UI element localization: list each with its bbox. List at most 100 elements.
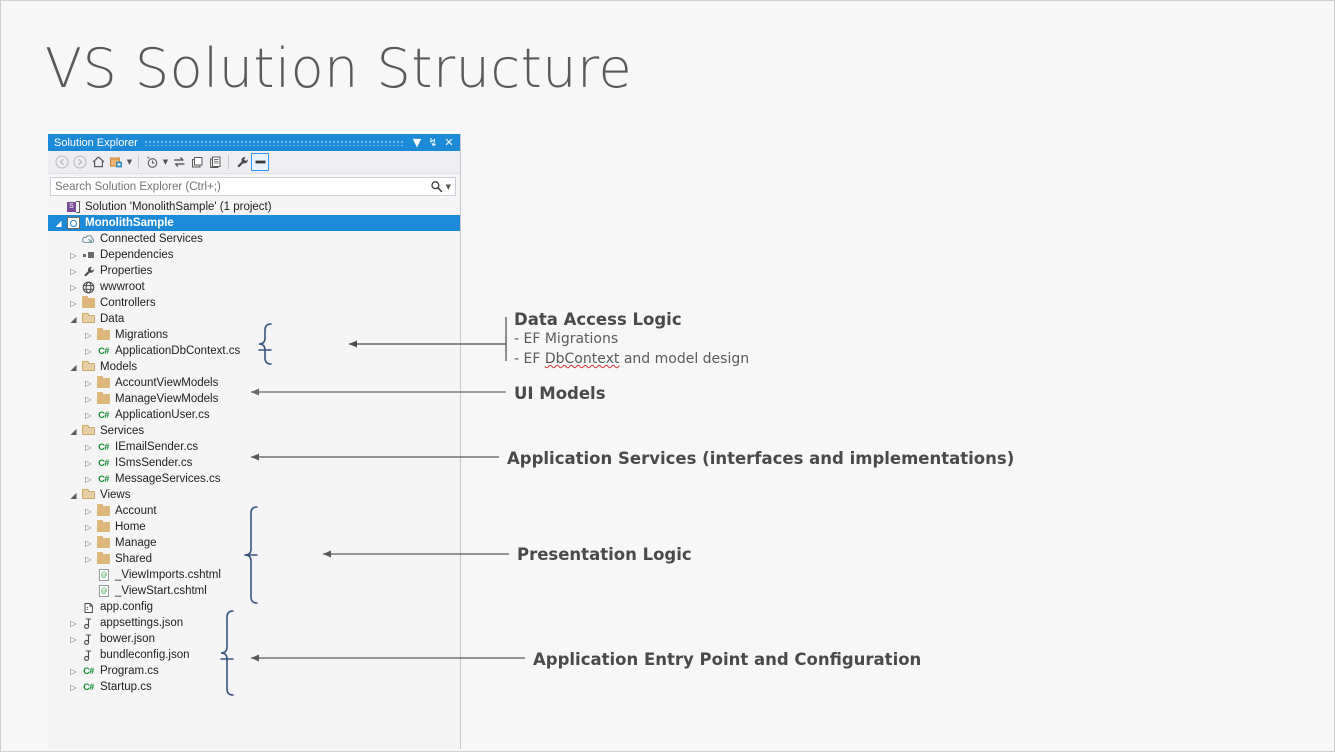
tree-item[interactable]: ▷C#Program.cs	[48, 663, 460, 679]
tree-item[interactable]: ◢Views	[48, 487, 460, 503]
pin-icon[interactable]: ↯	[428, 136, 438, 149]
tree-item[interactable]: ◢MonolithSample	[48, 215, 460, 231]
tree-expander-icon[interactable]: ▷	[85, 474, 92, 484]
search-dropdown-icon[interactable]: ▼	[445, 182, 451, 191]
tree-item[interactable]: ▷C#ApplicationUser.cs	[48, 407, 460, 423]
new-folder-dropdown-icon[interactable]: ▼	[126, 158, 133, 166]
tree-item[interactable]: ▷ManageViewModels	[48, 391, 460, 407]
tree-expander-icon[interactable]: ▷	[85, 330, 92, 340]
tree-expander-icon[interactable]: ▷	[70, 682, 77, 692]
page-title: VS Solution Structure	[45, 37, 633, 100]
sync-icon[interactable]	[170, 153, 188, 171]
tree-expander-icon[interactable]: ◢	[70, 314, 77, 324]
tree-item[interactable]: ▷C#IEmailSender.cs	[48, 439, 460, 455]
tree-item-icon	[80, 280, 97, 295]
tree-expander-icon[interactable]: ▷	[85, 394, 92, 404]
tree-expander-icon[interactable]: ▷	[85, 522, 92, 532]
tree-expander-icon: ▷	[67, 651, 80, 660]
tree-expander-icon[interactable]: ▷	[85, 458, 92, 468]
tree-item[interactable]: ▷ Properties	[48, 263, 460, 279]
tree-item[interactable]: ▷Migrations	[48, 327, 460, 343]
tree-item[interactable]: ▷Manage	[48, 535, 460, 551]
tree-expander-icon[interactable]: ▷	[85, 410, 92, 420]
tree-item[interactable]: ▷Connected Services	[48, 231, 460, 247]
tree-item-label: ApplicationDbContext.cs	[115, 345, 241, 357]
back-icon[interactable]	[53, 153, 71, 171]
tree-item[interactable]: ▷AccountViewModels	[48, 375, 460, 391]
tree-expander-icon[interactable]: ▷	[70, 250, 77, 260]
csharp-file-icon: C#	[83, 666, 94, 676]
tree-expander-icon[interactable]: ▷	[85, 554, 92, 564]
preview-selected-items-icon[interactable]	[251, 153, 269, 171]
tree-expander-icon[interactable]: ▷	[70, 266, 77, 276]
tree-item[interactable]: ▷Shared	[48, 551, 460, 567]
tree-expander-icon[interactable]: ▷	[85, 506, 92, 516]
close-icon[interactable]: ✕	[444, 136, 454, 149]
tree-item-icon: C#	[95, 472, 112, 487]
tree-item-label: Solution 'MonolithSample' (1 project)	[85, 201, 272, 213]
toolbar-separator-2	[228, 155, 229, 169]
tree-item[interactable]: ▷wwwroot	[48, 279, 460, 295]
tree-expander-icon[interactable]: ▷	[85, 378, 92, 388]
tree-item-icon	[80, 264, 97, 279]
tree-item-label: IEmailSender.cs	[115, 441, 199, 453]
tree-item-icon: C#	[80, 680, 97, 695]
tree-item-icon: C#	[95, 456, 112, 471]
tree-item-label: Controllers	[100, 297, 156, 309]
show-all-files-icon[interactable]	[206, 153, 224, 171]
tree-item-label: MessageServices.cs	[115, 473, 221, 485]
tree-item-label: Models	[100, 361, 138, 373]
csharp-file-icon: C#	[98, 458, 109, 468]
search-input[interactable]	[51, 179, 430, 194]
tree-expander-icon[interactable]: ▷	[85, 346, 92, 356]
new-folder-icon[interactable]	[107, 153, 125, 171]
forward-icon[interactable]	[71, 153, 89, 171]
tree-item[interactable]: ▷C#Startup.cs	[48, 679, 460, 695]
tree-item[interactable]: ▷Dependencies	[48, 247, 460, 263]
tree-expander-icon[interactable]: ▷	[85, 538, 92, 548]
tree-item[interactable]: ▷ Controllers	[48, 295, 460, 311]
pending-changes-icon[interactable]	[143, 153, 161, 171]
tree-expander-icon[interactable]: ▷	[70, 618, 77, 628]
dropdown-icon[interactable]: ▼	[412, 136, 422, 149]
tree-item[interactable]: ▷appsettings.json	[48, 615, 460, 631]
tree-expander-icon[interactable]: ▷	[70, 282, 77, 292]
tree-expander-icon[interactable]: ▷	[85, 442, 92, 452]
tree-item-icon	[80, 616, 97, 631]
search-icons: ▼	[430, 180, 455, 193]
tree-item[interactable]: ▷C#ISmsSender.cs	[48, 455, 460, 471]
tree-item-label: Properties	[100, 265, 153, 277]
tree-expander-icon[interactable]: ◢	[70, 490, 77, 500]
tree-item[interactable]: ▷Home	[48, 519, 460, 535]
pending-changes-dropdown-icon[interactable]: ▼	[162, 158, 169, 166]
tree-item[interactable]: ▷bower.json	[48, 631, 460, 647]
tree-expander-icon[interactable]: ◢	[55, 218, 62, 228]
tree-item[interactable]: ▷@_ViewImports.cshtml	[48, 567, 460, 583]
annotation-bullet: - EF Migrations	[514, 331, 619, 347]
search-box[interactable]: ▼	[50, 177, 456, 196]
tree-expander-icon[interactable]: ▷	[70, 298, 77, 308]
tree-item[interactable]: ◢ Models	[48, 359, 460, 375]
tree-item[interactable]: ▷C#MessageServices.cs	[48, 471, 460, 487]
tree-item-icon	[80, 632, 97, 647]
tree-expander-icon[interactable]: ◢	[70, 426, 77, 436]
folder-icon	[97, 552, 110, 564]
tree-item[interactable]: ▷@_ViewStart.cshtml	[48, 583, 460, 599]
tree-expander-icon[interactable]: ▷	[70, 666, 77, 676]
tree-item[interactable]: ▷app.config	[48, 599, 460, 615]
tree-item[interactable]: ◢Data	[48, 311, 460, 327]
tree-expander-icon[interactable]: ◢	[70, 362, 77, 372]
tree-item[interactable]: ▷Account	[48, 503, 460, 519]
tree-item[interactable]: ◢Services	[48, 423, 460, 439]
properties-wrench-icon[interactable]	[233, 153, 251, 171]
home-icon[interactable]	[89, 153, 107, 171]
tree-item[interactable]: ▷bundleconfig.json	[48, 647, 460, 663]
tree-expander-icon[interactable]: ▷	[70, 634, 77, 644]
tree-item[interactable]: ▷C#ApplicationDbContext.cs	[48, 343, 460, 359]
collapse-all-icon[interactable]	[188, 153, 206, 171]
wwwroot-globe-icon	[82, 281, 95, 293]
panel-title: Solution Explorer	[54, 136, 138, 149]
tree-expander-icon: ▷	[82, 571, 95, 580]
